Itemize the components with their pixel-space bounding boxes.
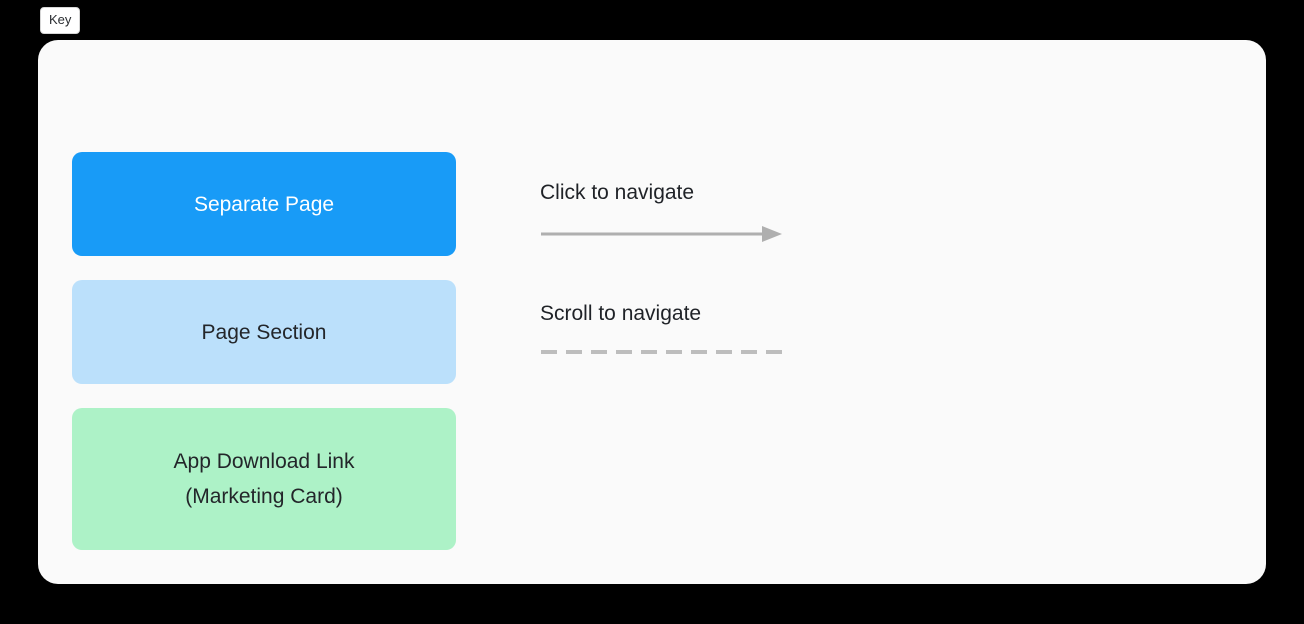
legend-box-app-download-link-label-line2: (Marketing Card) xyxy=(185,485,343,508)
legend-box-page-section-label: Page Section xyxy=(201,320,327,344)
dashed-line-icon xyxy=(541,350,783,354)
key-tag-label: Key xyxy=(49,12,72,27)
solid-arrow-icon xyxy=(541,226,782,242)
scroll-to-navigate-label: Scroll to navigate xyxy=(540,302,702,325)
click-to-navigate-label: Click to navigate xyxy=(540,181,695,204)
legend-panel: Separate Page Page Section App Download … xyxy=(38,40,1266,584)
legend-box-separate-page-label: Separate Page xyxy=(193,192,335,216)
legend-box-separate-page: Separate Page xyxy=(72,152,456,256)
legend-box-app-download-link: App Download Link (Marketing Card) xyxy=(72,408,456,550)
legend-box-page-section: Page Section xyxy=(72,280,456,384)
key-tag: Key xyxy=(40,7,81,35)
legend-box-app-download-link-label-line1: App Download Link xyxy=(173,450,355,473)
